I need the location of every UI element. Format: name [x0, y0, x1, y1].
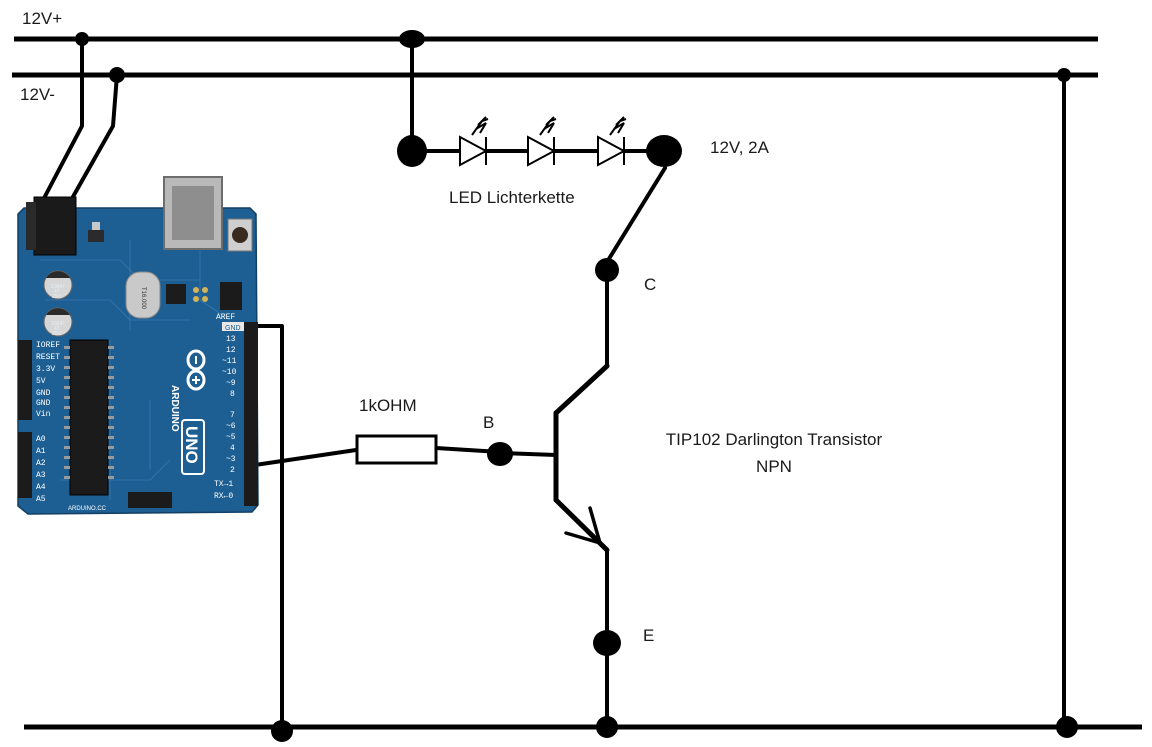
junction-dot: [109, 67, 125, 83]
wire-pin-to-resistor: [253, 448, 358, 467]
atmega-chip: [69, 339, 109, 496]
svg-text:IOREF: IOREF: [36, 341, 60, 350]
svg-text:AREF: AREF: [216, 313, 235, 322]
wire-jack-negative: [68, 73, 119, 204]
analog-header: [18, 432, 32, 498]
cap-text: 10047: [51, 284, 65, 290]
svg-text:~6: ~6: [226, 422, 236, 431]
svg-text:5V: 5V: [36, 377, 46, 386]
labels: 12V+ 12V- 12V, 2A LED Lichterkette 1kOHM…: [20, 9, 883, 645]
power-header-labels: IOREF RESET 3.3V 5V GND GND Vin: [36, 341, 60, 419]
label-transistor-model: TIP102 Darlington Transistor: [666, 430, 883, 449]
label-rail-positive: 12V+: [22, 9, 62, 28]
junction-dot: [596, 716, 618, 738]
crystal: [125, 271, 161, 319]
svg-text:2: 2: [230, 466, 235, 475]
svg-text:GND: GND: [225, 325, 241, 332]
svg-text:RX←0: RX←0: [214, 492, 233, 501]
svg-text:13: 13: [226, 335, 236, 344]
svg-text:A4: A4: [36, 483, 46, 492]
cap-text: 25V: [52, 331, 62, 337]
svg-text:~10: ~10: [222, 368, 237, 377]
digital-header: [244, 322, 258, 506]
svg-text:3.3V: 3.3V: [36, 365, 55, 374]
svg-text:ARDUINO: ARDUINO: [169, 385, 180, 432]
digital-header-labels: AREF GND 13 12 ~11 ~10 ~9 8 7 ~6 ~5 4 ~3…: [214, 313, 244, 501]
svg-text:Vin: Vin: [36, 410, 51, 419]
wire-gnd-to-rail: [253, 324, 284, 729]
capacitors: 10047 47 25V 10047 47 25V: [43, 270, 73, 337]
uno-label: UNO: [182, 426, 201, 464]
svg-text:GND: GND: [36, 399, 51, 408]
svg-text:7: 7: [230, 411, 235, 420]
cap-text: 47: [54, 289, 60, 295]
junction-dot: [271, 720, 293, 742]
arduino-board: 10047 47 25V 10047 47 25V T16.000: [17, 176, 259, 515]
label-base: B: [483, 413, 494, 432]
wire-led-to-collector: [605, 166, 667, 264]
junction-dot: [593, 630, 621, 656]
cap-text: 25V: [52, 294, 62, 300]
transistor-collector-arm: [553, 363, 610, 416]
svg-text:A2: A2: [36, 459, 46, 468]
svg-text:~5: ~5: [226, 433, 236, 442]
svg-text:A0: A0: [36, 435, 46, 444]
wire-jack-positive: [40, 37, 84, 204]
svg-text:4: 4: [230, 444, 235, 453]
junction-dot: [75, 32, 89, 46]
junction-dot: [1057, 68, 1071, 82]
led-symbol: [597, 116, 627, 167]
arduino-logo: ARDUINO UNO: [169, 349, 206, 475]
led-symbol: [459, 116, 489, 167]
svg-text:A3: A3: [36, 471, 46, 480]
svg-text:~9: ~9: [226, 379, 236, 388]
led-symbol: [527, 116, 557, 167]
arduino-site: ARDUINO.CC: [68, 506, 107, 512]
svg-text:GND: GND: [36, 389, 51, 398]
label-led-chain: LED Lichterkette: [449, 188, 575, 207]
label-transistor-type: NPN: [756, 457, 792, 476]
power-jack: [33, 196, 77, 256]
label-collector: C: [644, 275, 656, 294]
cap-text: 10047: [51, 321, 65, 327]
resistor-symbol: [355, 434, 438, 465]
junction-dot: [646, 135, 682, 167]
wires: [40, 37, 1066, 729]
label-supply: 12V, 2A: [710, 138, 770, 157]
svg-text:TX→1: TX→1: [214, 480, 233, 489]
svg-text:A5: A5: [36, 495, 46, 504]
label-emitter: E: [643, 626, 654, 645]
junction-dot: [487, 442, 513, 466]
label-rail-negative: 12V-: [20, 85, 55, 104]
svg-text:~11: ~11: [222, 357, 237, 366]
junction-dot: [399, 30, 425, 48]
junction-dot: [397, 135, 427, 167]
led-chain: [459, 116, 627, 167]
svg-text:8: 8: [230, 390, 235, 399]
transistor-emitter-arrow: [564, 506, 602, 545]
npn-transistor-symbol: [553, 363, 610, 553]
svg-text:A1: A1: [36, 447, 46, 456]
label-resistor: 1kOHM: [359, 396, 417, 415]
junction-dots: [75, 30, 1078, 742]
power-rails: [12, 36, 1142, 730]
svg-text:~3: ~3: [226, 455, 236, 464]
crystal-text: T16.000: [140, 287, 146, 310]
junction-dot: [1056, 716, 1078, 738]
svg-text:12: 12: [226, 346, 236, 355]
power-header: [18, 340, 32, 420]
svg-text:RESET: RESET: [36, 353, 60, 362]
analog-header-labels: A0 A1 A2 A3 A4 A5: [36, 435, 46, 504]
junction-dot: [595, 258, 619, 282]
cap-text: 47: [54, 326, 60, 332]
